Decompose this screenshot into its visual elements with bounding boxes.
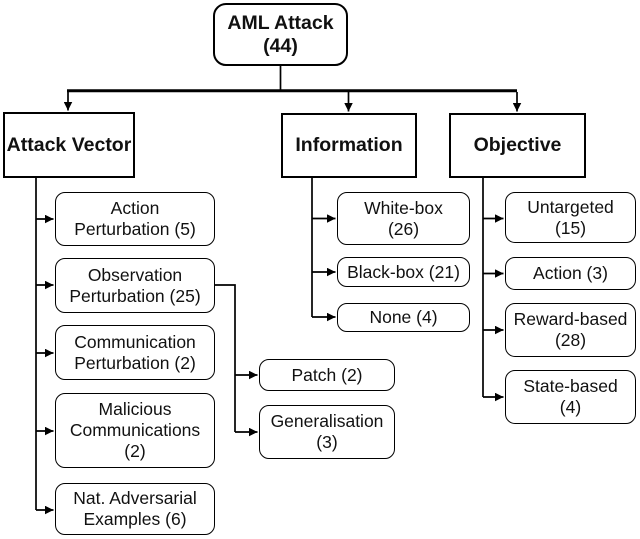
node-observation-perturbation: Observation Perturbation (25) bbox=[55, 258, 215, 313]
node-untargeted: Untargeted (15) bbox=[505, 192, 636, 243]
observation-sub-trunk bbox=[215, 284, 236, 432]
node-aml-attack-root: AML Attack (44) bbox=[213, 3, 348, 66]
node-action-perturbation: Action Perturbation (5) bbox=[55, 192, 215, 246]
node-objective: Objective bbox=[449, 113, 586, 178]
node-patch: Patch (2) bbox=[259, 359, 395, 391]
node-state-based: State-based (4) bbox=[505, 370, 636, 424]
node-action-objective: Action (3) bbox=[505, 257, 636, 290]
node-attack-vector: Attack Vector bbox=[3, 112, 135, 178]
node-information: Information bbox=[281, 113, 417, 178]
node-black-box: Black-box (21) bbox=[337, 257, 470, 287]
node-nat-adversarial-examples: Nat. Adversarial Examples (6) bbox=[55, 483, 215, 535]
node-communication-perturbation: Communication Perturbation (2) bbox=[55, 325, 215, 380]
node-malicious-communications: Malicious Communications (2) bbox=[55, 393, 215, 468]
node-white-box: White-box (26) bbox=[337, 192, 470, 245]
node-reward-based: Reward-based (28) bbox=[505, 303, 636, 357]
node-generalisation: Generalisation (3) bbox=[259, 405, 395, 459]
node-none: None (4) bbox=[337, 303, 470, 332]
